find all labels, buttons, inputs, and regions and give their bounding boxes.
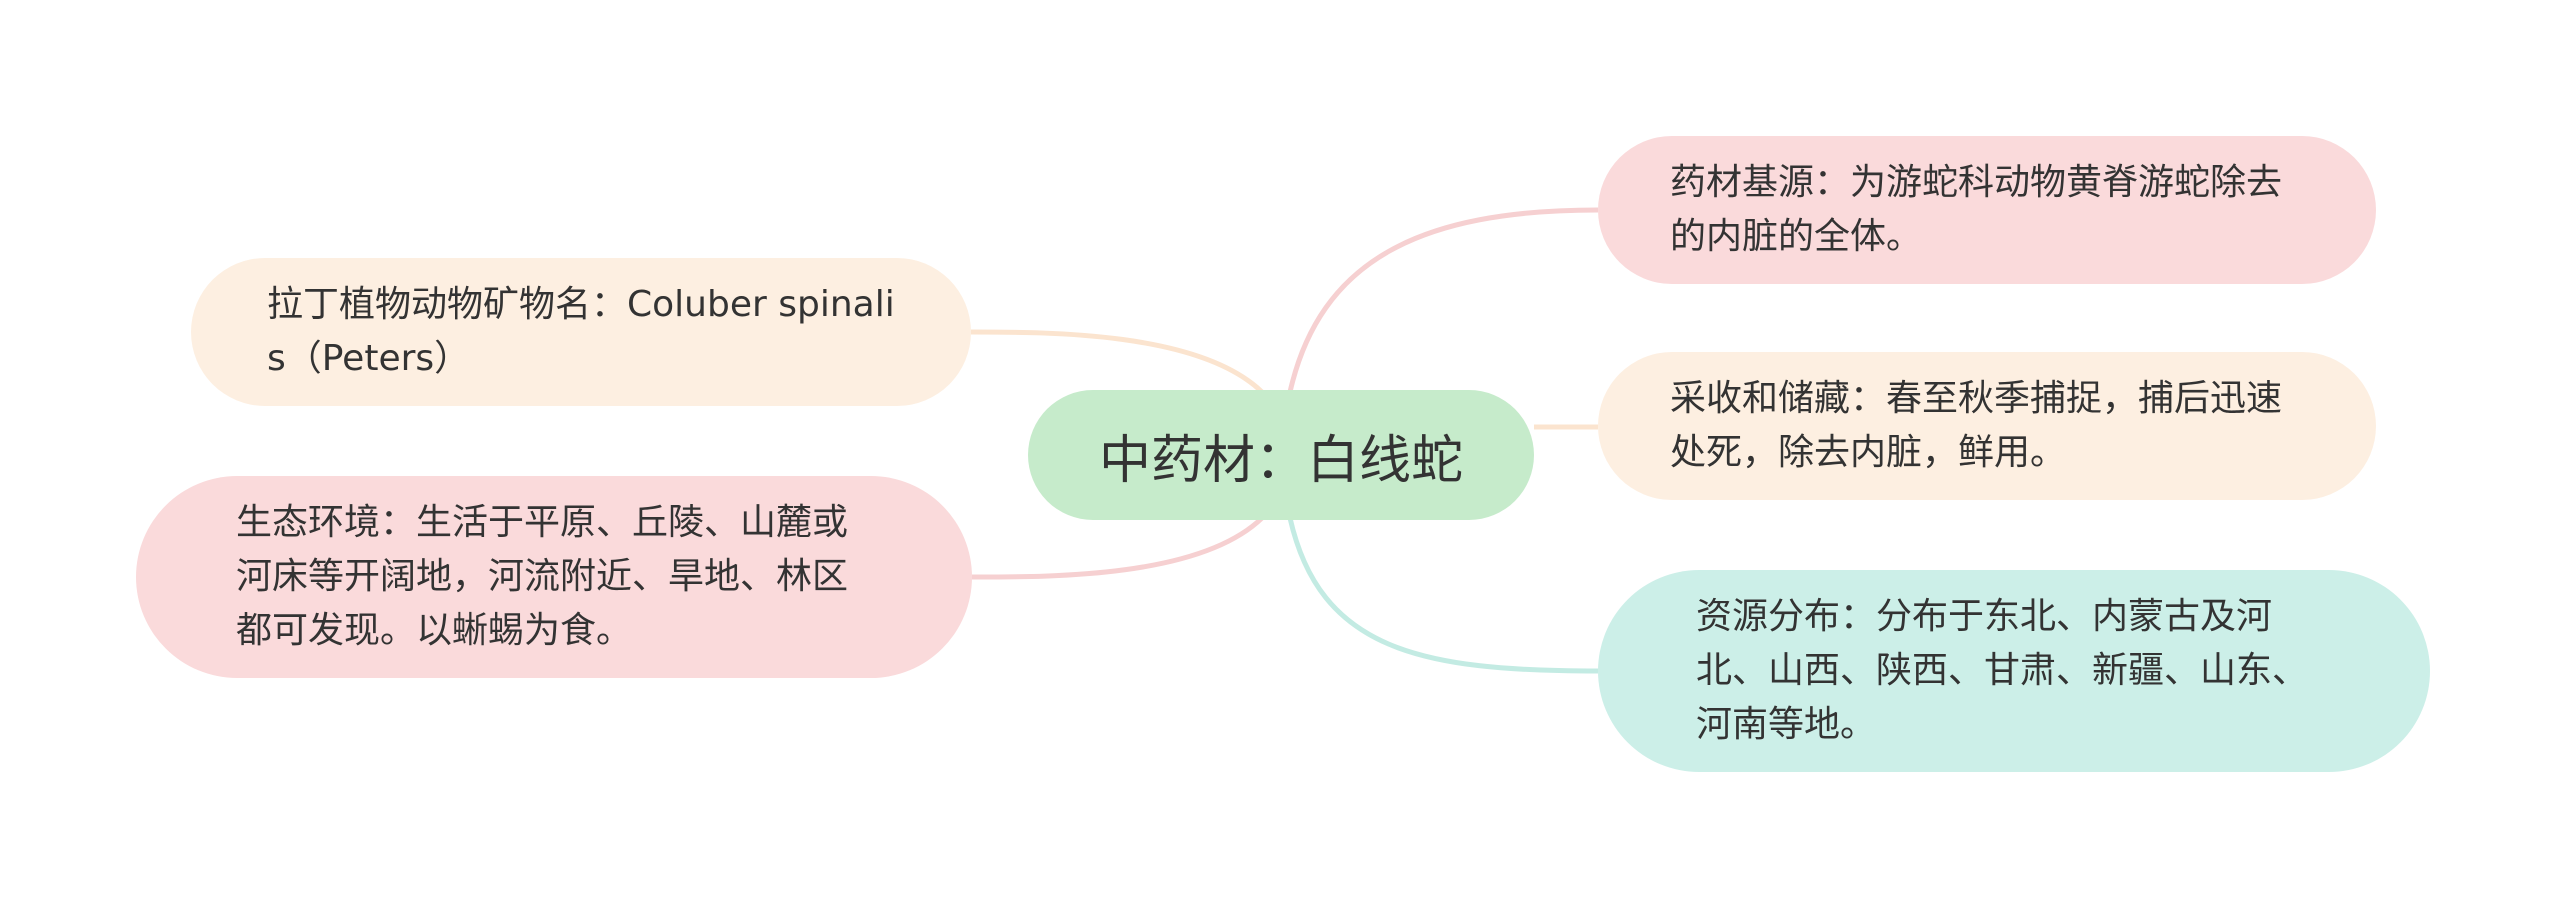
central-topic[interactable]: 中药材：白线蛇	[1028, 390, 1534, 520]
link-distribution	[1287, 517, 1599, 674]
topic-latin-name-text: 拉丁植物动物矿物名：Coluber spinalis（Peters）	[267, 284, 895, 379]
link-latin	[970, 329, 1264, 394]
topic-habitat-text: 生态环境：生活于平原、丘陵、山麓或河床等开阔地，河流附近、旱地、林区都可发现。以…	[236, 502, 849, 651]
topic-source[interactable]: 药材基源：为游蛇科动物黄脊游蛇除去的内脏的全体。	[1598, 136, 2376, 284]
link-source	[1287, 207, 1599, 393]
topic-distribution-text: 资源分布：分布于东北、内蒙古及河北、山西、陕西、甘肃、新疆、山东、河南等地。	[1696, 596, 2309, 745]
topic-distribution[interactable]: 资源分布：分布于东北、内蒙古及河北、山西、陕西、甘肃、新疆、山东、河南等地。	[1598, 570, 2430, 772]
topic-harvest-storage-text: 采收和储藏：春至秋季捕捉，捕后迅速处死，除去内脏，鲜用。	[1670, 378, 2283, 473]
link-habitat	[971, 516, 1264, 580]
topic-harvest-storage[interactable]: 采收和储藏：春至秋季捕捉，捕后迅速处死，除去内脏，鲜用。	[1598, 352, 2376, 500]
topic-latin-name[interactable]: 拉丁植物动物矿物名：Coluber spinalis（Peters）	[191, 258, 971, 406]
central-topic-label: 中药材：白线蛇	[1098, 430, 1463, 491]
topic-habitat[interactable]: 生态环境：生活于平原、丘陵、山麓或河床等开阔地，河流附近、旱地、林区都可发现。以…	[136, 476, 972, 678]
topic-source-text: 药材基源：为游蛇科动物黄脊游蛇除去的内脏的全体。	[1670, 162, 2283, 257]
